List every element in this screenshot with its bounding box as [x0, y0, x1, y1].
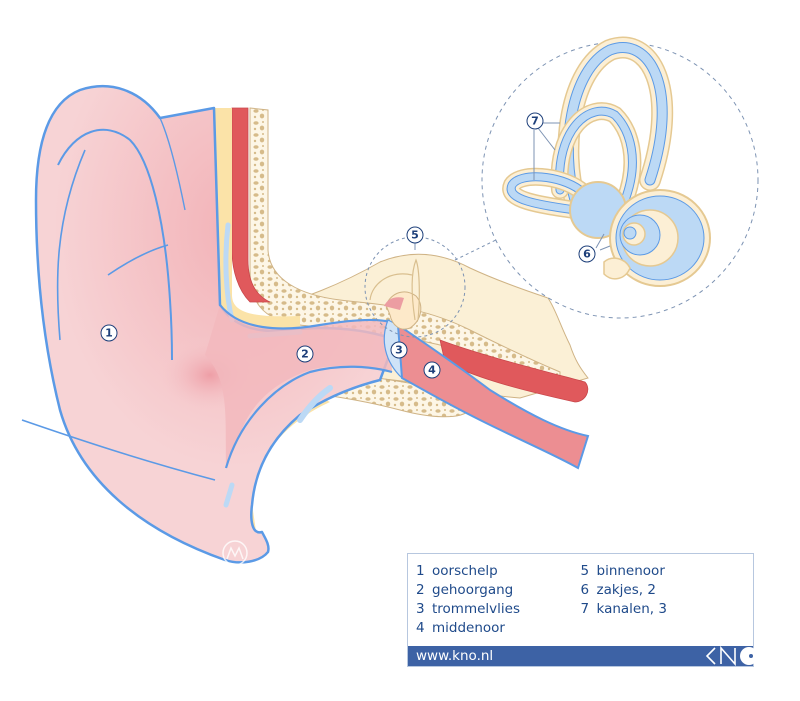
svg-text:2: 2 [301, 348, 309, 361]
watermark-logo [222, 540, 248, 566]
tensor-muscle [439, 339, 589, 403]
crus-fold [107, 244, 169, 276]
marker-5[interactable]: 5 [406, 226, 424, 244]
legend-footer-bar: www.kno.nl [408, 646, 758, 666]
leader-6 [595, 233, 605, 249]
leader-7 [537, 127, 556, 151]
zoom-connector [454, 237, 501, 261]
cochlea-small-loop [411, 258, 420, 321]
marker-7[interactable]: 7 [526, 112, 544, 130]
legend-label: gehoorgang [432, 582, 514, 598]
website-link[interactable]: www.kno.nl [416, 648, 494, 664]
legend-label: zakjes, 2 [596, 582, 656, 598]
legend-label: trommelvlies [432, 601, 520, 617]
temporal-muscle [231, 107, 271, 303]
marker-3[interactable]: 3 [390, 341, 408, 359]
cartilage-highlight [223, 482, 235, 508]
cochlea [609, 189, 711, 287]
kno-logo-icon [705, 646, 758, 666]
svg-text:4: 4 [428, 364, 436, 377]
legend-label: oorschelp [432, 563, 498, 579]
ear-canal [205, 305, 392, 468]
cartilage-highlight [223, 222, 235, 323]
antihelix-fold [56, 149, 86, 341]
legend-label: binnenoor [596, 563, 665, 579]
svg-text:1: 1 [105, 327, 113, 340]
tragus-fold [21, 419, 216, 481]
semicircular-canals [502, 36, 674, 219]
marker-4[interactable]: 4 [423, 361, 441, 379]
marker-1[interactable]: 1 [100, 324, 118, 342]
svg-text:5: 5 [411, 229, 419, 242]
ossicle-head [384, 297, 404, 310]
legend-label: kanalen, 3 [596, 601, 667, 617]
middle-ear-tube [396, 323, 590, 470]
canal-outline-top [219, 304, 391, 330]
svg-text:6: 6 [583, 248, 591, 261]
oval-window-bone [603, 257, 631, 280]
cartilage-highlight [297, 385, 333, 423]
canal-small-loop [369, 273, 413, 301]
leader-6 [599, 245, 611, 251]
marker-2[interactable]: 2 [296, 345, 314, 363]
svg-text:7: 7 [531, 115, 539, 128]
scapha-fold [159, 117, 186, 211]
legend-label: middenoor [432, 620, 505, 636]
svg-text:3: 3 [395, 344, 403, 357]
helix-fold [57, 128, 173, 361]
marker-6[interactable]: 6 [578, 245, 596, 263]
canal-outline-bottom [224, 365, 393, 469]
